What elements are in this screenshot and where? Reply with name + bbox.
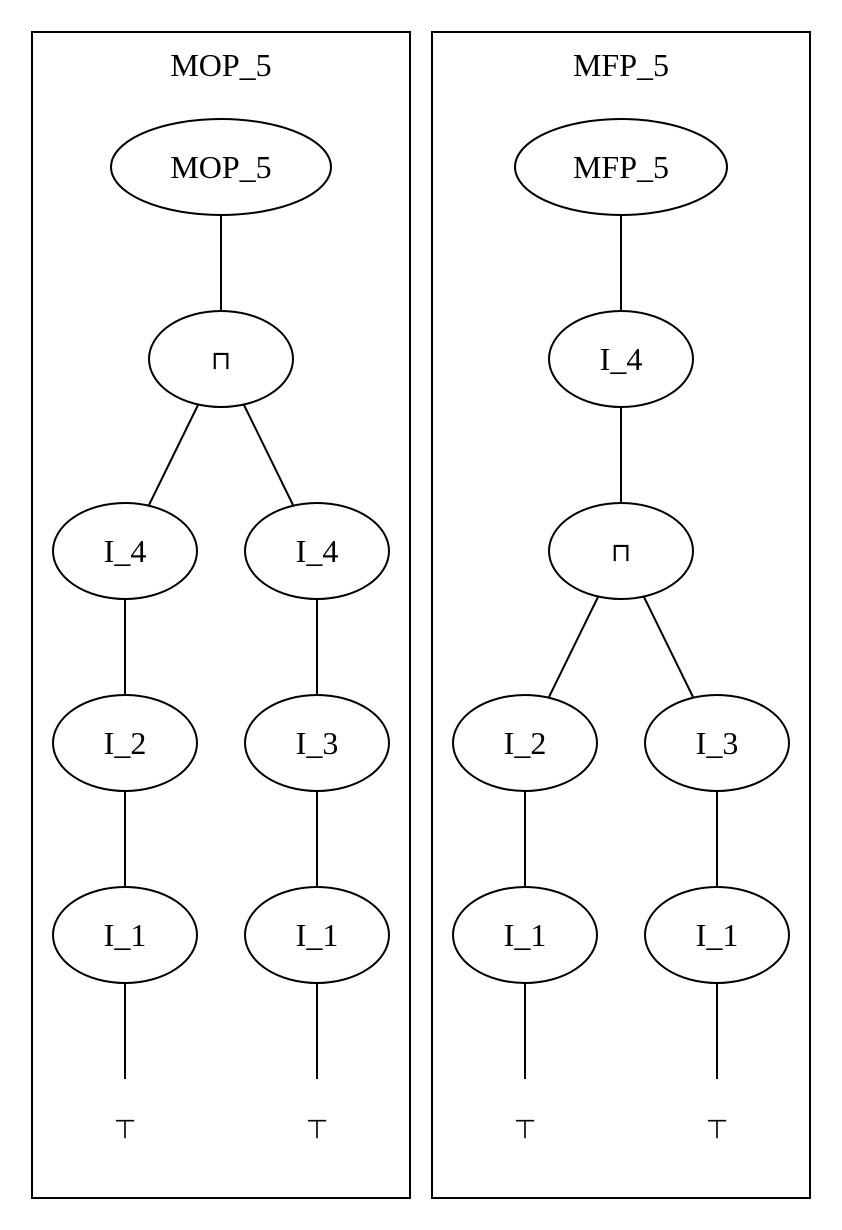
node-i1-right-label: I_1 [296,917,339,953]
left-panel-title: MOP_5 [170,47,271,83]
node-i2-label: I_2 [504,725,547,761]
edge-meet-i2 [547,596,599,700]
edge-meet-left-i4 [147,404,199,508]
node-i3 [244,694,390,792]
node-i4-label: I_4 [600,341,643,377]
node-i4-right-label: I_4 [296,533,339,569]
node-i1-left-label: I_1 [104,917,147,953]
node-i4-left-label: I_4 [104,533,147,569]
node-meet [548,502,694,600]
node-i3-label: I_3 [296,725,339,761]
node-i1-right [644,886,790,984]
left-panel-frame [31,31,411,1199]
node-i1-left-label: I_1 [504,917,547,953]
node-i2 [452,694,598,792]
node-top-left: ⊤ [514,1115,537,1145]
node-i1-left [52,886,198,984]
node-meet [148,310,294,408]
node-top-left: ⊤ [114,1115,137,1145]
node-i3-label: I_3 [696,725,739,761]
node-i3 [644,694,790,792]
node-top-right: ⊤ [306,1115,329,1145]
node-i4-left [52,502,198,600]
node-mfp5-root [514,118,728,216]
node-top-right: ⊤ [706,1115,729,1145]
left-panel: MOP_5 MOP_5 ⊓ I_4 I_4 I_2 I_3 I_1 I_1 ⊤ … [31,31,411,1199]
node-i4 [548,310,694,408]
node-mop5-root [110,118,332,216]
right-panel-title: MFP_5 [573,47,669,83]
edge-meet-i3 [643,596,695,700]
node-mop5-root-label: MOP_5 [170,149,271,185]
node-i1-right-label: I_1 [696,917,739,953]
node-i1-left [452,886,598,984]
right-panel: MFP_5 MFP_5 I_4 ⊓ I_2 I_3 I_1 I_1 ⊤ ⊤ [431,31,811,1199]
node-i2-label: I_2 [104,725,147,761]
node-meet-label: ⊓ [611,538,631,568]
node-i2 [52,694,198,792]
node-mfp5-root-label: MFP_5 [573,149,669,185]
node-meet-label: ⊓ [211,346,231,376]
node-i4-right [244,502,390,600]
right-panel-frame [431,31,811,1199]
node-i1-right [244,886,390,984]
edge-meet-right-i4 [243,404,295,508]
